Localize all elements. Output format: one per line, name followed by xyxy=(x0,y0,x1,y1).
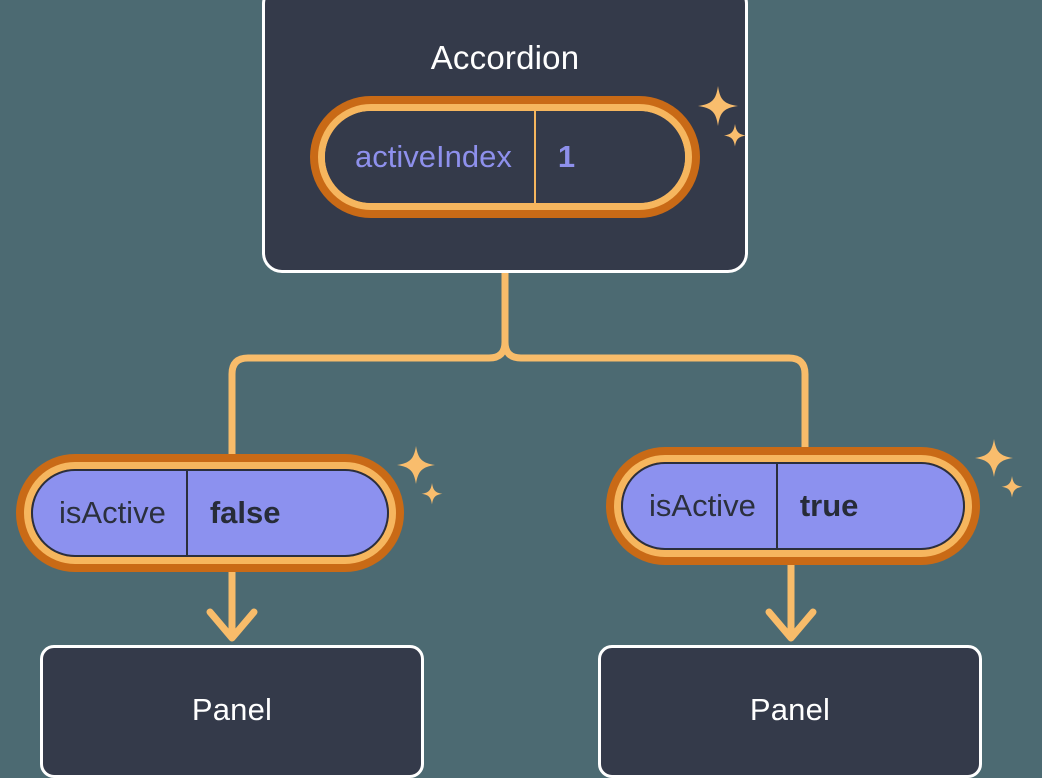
state-pill-inner: isActive false xyxy=(31,469,389,557)
state-key-label: activeIndex xyxy=(355,139,512,174)
left-arrow-head xyxy=(206,608,258,642)
state-pill-activeindex[interactable]: activeIndex 1 xyxy=(318,104,692,210)
state-value-label: 1 xyxy=(533,111,609,203)
component-card-panel-right[interactable]: Panel xyxy=(598,645,982,778)
state-pill-isactive-left[interactable]: isActive false xyxy=(24,462,396,564)
state-value-label: false xyxy=(185,471,309,555)
state-value-label: true xyxy=(775,464,887,548)
sparkle-small-icon xyxy=(1001,476,1023,498)
state-pill-inner: activeIndex 1 xyxy=(325,111,685,203)
sparkle-small-icon xyxy=(421,483,443,505)
sparkle-large-icon xyxy=(975,439,1013,477)
state-key-label: isActive xyxy=(59,495,166,530)
state-pill-inner: isActive true xyxy=(621,462,965,550)
sparkle-group-right xyxy=(975,439,1023,498)
component-title: Panel xyxy=(749,692,831,727)
component-title: Panel xyxy=(191,692,273,727)
sparkle-large-icon xyxy=(397,446,435,484)
right-arrow-head xyxy=(765,608,817,642)
branch-right-wire xyxy=(501,268,809,459)
state-key-label: isActive xyxy=(649,488,756,523)
component-title: Accordion xyxy=(430,39,580,76)
branch-left-wire xyxy=(228,268,509,466)
state-pill-isactive-right[interactable]: isActive true xyxy=(614,455,972,557)
component-card-panel-left[interactable]: Panel xyxy=(40,645,424,778)
sparkle-group-left xyxy=(397,446,443,505)
